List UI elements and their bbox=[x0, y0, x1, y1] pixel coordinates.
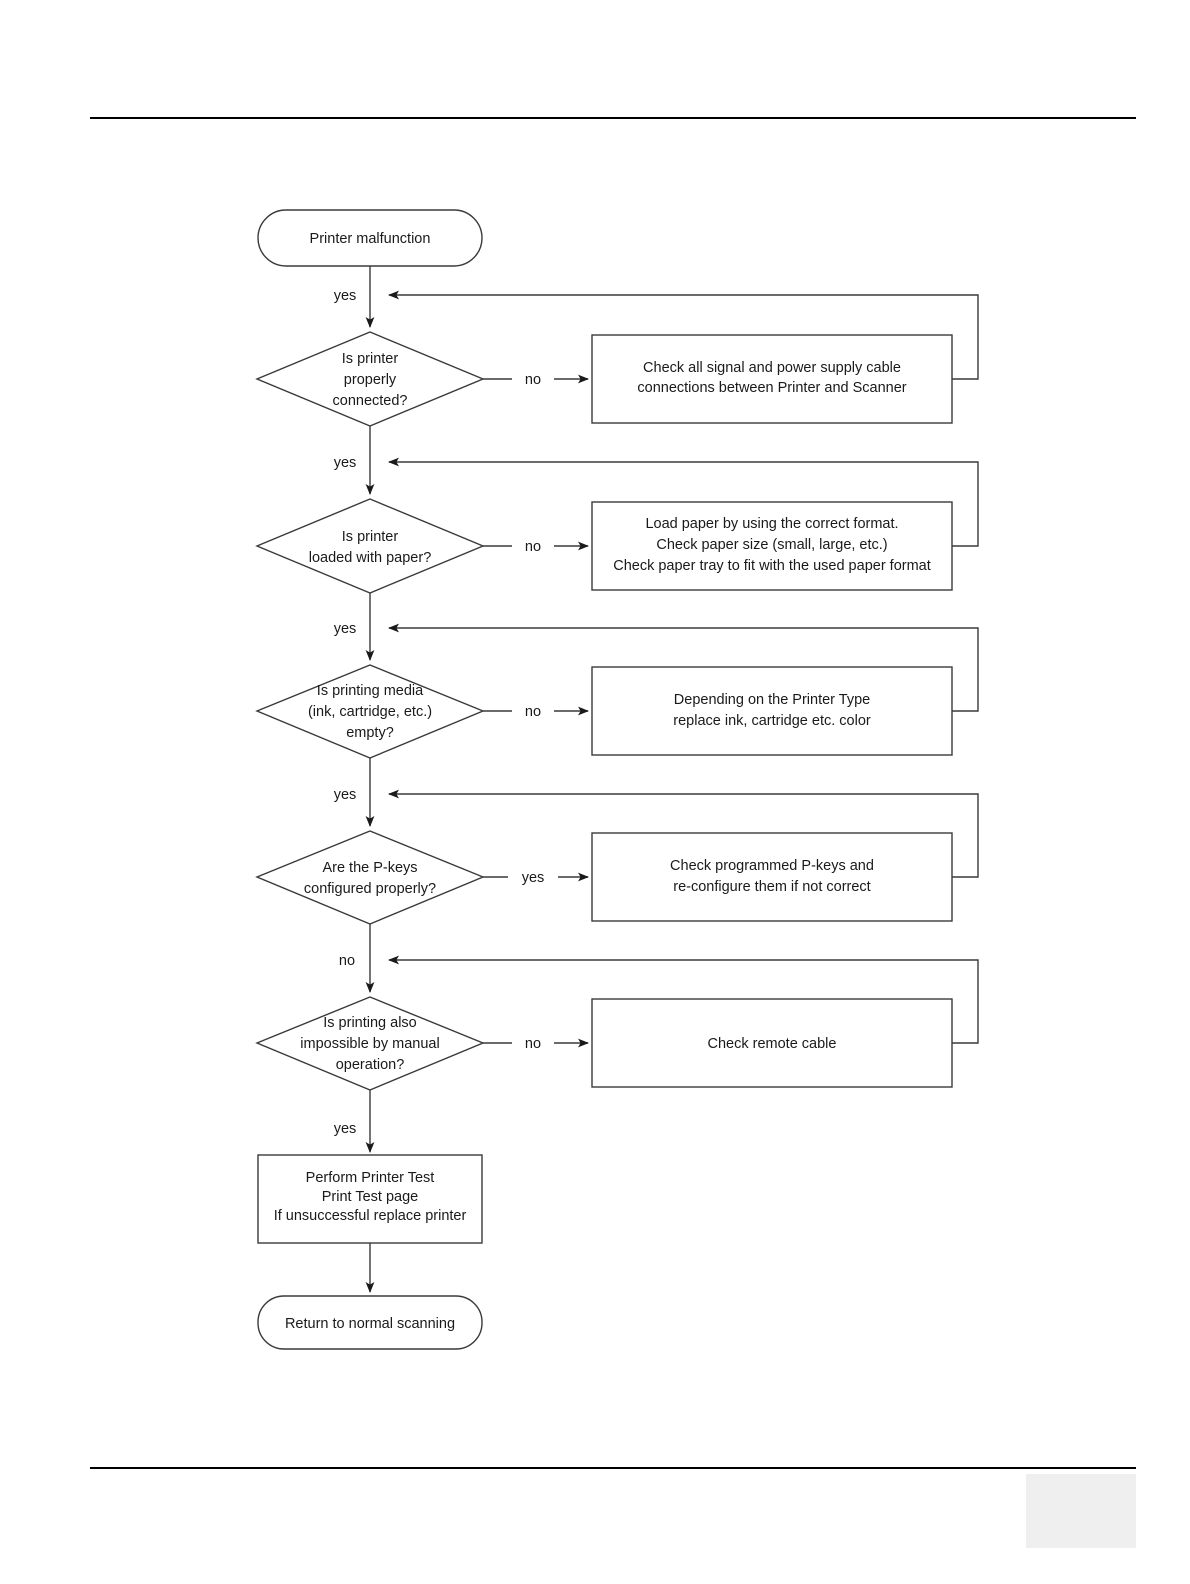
action-5-line-1: Check remote cable bbox=[708, 1036, 837, 1052]
node-action-load-paper[interactable]: Load paper by using the correct format. … bbox=[591, 501, 953, 591]
action-3-shape bbox=[591, 666, 953, 756]
node-action-check-pkeys[interactable]: Check programmed P-keys and re-configure… bbox=[591, 832, 953, 922]
edge-label-in-4: yes bbox=[334, 787, 357, 803]
end-terminator-shape bbox=[257, 1295, 483, 1350]
action-3-line-2: replace ink, cartridge etc. color bbox=[673, 713, 871, 729]
decision-3-line-2: (ink, cartridge, etc.) bbox=[308, 704, 432, 720]
decision-5-line-1: Is printing also bbox=[323, 1015, 417, 1031]
action-1-line-2: connections between Printer and Scanner bbox=[637, 380, 906, 396]
decision-2-line-2: loaded with paper? bbox=[309, 550, 432, 566]
edge-label-branch-1: no bbox=[525, 372, 541, 388]
edge-label-in-3: yes bbox=[334, 621, 357, 637]
decision-2-line-1: Is printer bbox=[342, 529, 399, 545]
footer-rule bbox=[90, 1467, 1136, 1469]
final-process-line-1: Perform Printer Test bbox=[306, 1170, 435, 1186]
edge-label-branch-3: no bbox=[525, 704, 541, 720]
edge-label-branch-4: yes bbox=[522, 870, 545, 886]
connector-feedback-1 bbox=[388, 290, 979, 380]
node-action-replace-ink[interactable]: Depending on the Printer Type replace in… bbox=[591, 666, 953, 756]
decision-4-line-2: configured properly? bbox=[304, 881, 436, 897]
action-2-line-3: Check paper tray to fit with the used pa… bbox=[613, 558, 931, 574]
final-process-shape bbox=[257, 1154, 483, 1244]
action-2-line-2: Check paper size (small, large, etc.) bbox=[656, 537, 887, 553]
decision-2-shape bbox=[255, 498, 485, 594]
node-decision-pkeys[interactable]: Are the P-keys configured properly? bbox=[255, 830, 485, 925]
final-process-line-2: Print Test page bbox=[322, 1189, 418, 1205]
node-start[interactable]: Printer malfunction bbox=[257, 209, 483, 267]
action-4-line-1: Check programmed P-keys and bbox=[670, 858, 874, 874]
edge-label-in-1: yes bbox=[334, 288, 357, 304]
decision-4-shape bbox=[255, 830, 485, 925]
header-rule bbox=[90, 117, 1136, 119]
action-4-line-2: re-configure them if not correct bbox=[673, 879, 870, 895]
final-process-line-3: If unsuccessful replace printer bbox=[274, 1208, 467, 1224]
decision-1-line-1: Is printer bbox=[342, 351, 399, 367]
edge-label-in-final: yes bbox=[334, 1121, 357, 1137]
node-decision-manual[interactable]: Is printing also impossible by manual op… bbox=[255, 996, 485, 1091]
end-label: Return to normal scanning bbox=[285, 1316, 455, 1332]
action-3-line-1: Depending on the Printer Type bbox=[674, 692, 870, 708]
connector-feedback-2 bbox=[388, 457, 979, 547]
decision-4-line-1: Are the P-keys bbox=[322, 860, 417, 876]
node-decision-connected[interactable]: Is printer properly connected? bbox=[255, 331, 485, 427]
decision-3-line-1: Is printing media bbox=[317, 683, 424, 699]
action-5-shape bbox=[591, 998, 953, 1088]
decision-1-line-2: properly bbox=[344, 372, 397, 388]
edge-label-branch-2: no bbox=[525, 539, 541, 555]
node-decision-paper[interactable]: Is printer loaded with paper? bbox=[255, 498, 485, 594]
action-1-line-1: Check all signal and power supply cable bbox=[643, 360, 901, 376]
start-label: Printer malfunction bbox=[310, 231, 431, 247]
action-2-line-1: Load paper by using the correct format. bbox=[645, 516, 898, 532]
node-final-process[interactable]: Perform Printer Test Print Test page If … bbox=[257, 1154, 483, 1244]
action-4-shape bbox=[591, 832, 953, 922]
edge-label-branch-5: no bbox=[525, 1036, 541, 1052]
connector-feedback-5 bbox=[388, 955, 979, 1044]
node-decision-media[interactable]: Is printing media (ink, cartridge, etc.)… bbox=[255, 664, 485, 759]
connector-feedback-4 bbox=[388, 789, 979, 878]
action-1-shape bbox=[591, 334, 953, 424]
node-end[interactable]: Return to normal scanning bbox=[257, 1295, 483, 1350]
edge-label-in-2: yes bbox=[334, 455, 357, 471]
decision-3-line-3: empty? bbox=[346, 725, 394, 741]
footer-placeholder-box bbox=[1026, 1474, 1136, 1548]
connector-feedback-3 bbox=[388, 623, 979, 712]
decision-1-line-3: connected? bbox=[333, 393, 408, 409]
node-action-check-cables[interactable]: Check all signal and power supply cable … bbox=[591, 334, 953, 424]
edge-label-in-5: no bbox=[339, 953, 355, 969]
decision-5-line-2: impossible by manual bbox=[300, 1036, 439, 1052]
node-action-check-remote-cable[interactable]: Check remote cable bbox=[591, 998, 953, 1088]
decision-5-line-3: operation? bbox=[336, 1057, 405, 1073]
